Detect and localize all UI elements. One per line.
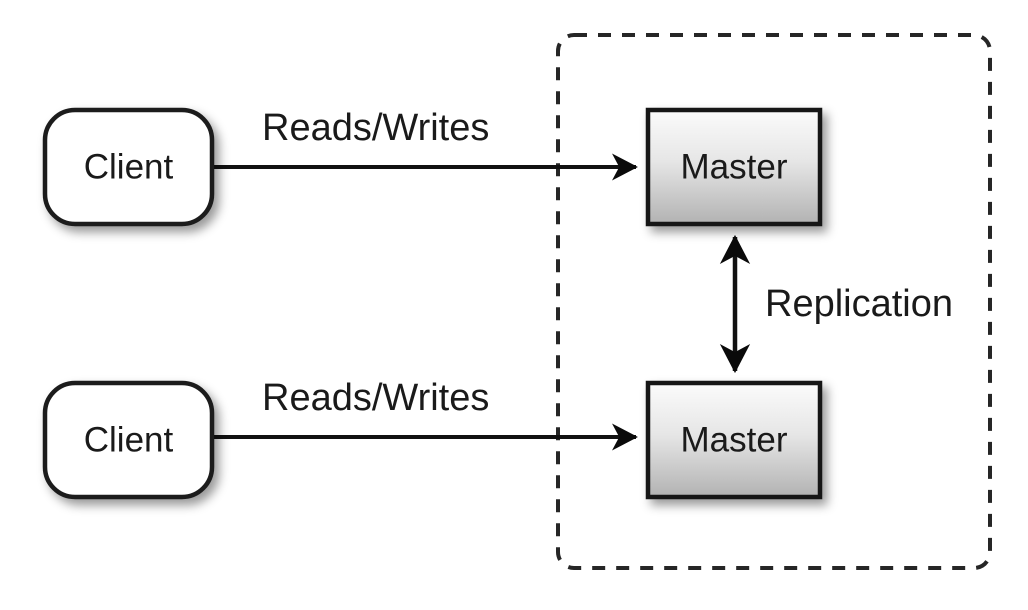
client-top-shape xyxy=(42,107,215,227)
replication-group-boundary xyxy=(556,33,992,570)
edge-label-replication: Replication xyxy=(765,283,953,325)
client-bottom-shape xyxy=(42,380,215,500)
edge-label-reads-writes-top: Reads/Writes xyxy=(262,107,489,149)
edge-label-reads-writes-bottom: Reads/Writes xyxy=(262,377,489,419)
node-client-top[interactable]: Client xyxy=(42,107,215,227)
master-bottom-label: Master xyxy=(681,420,788,459)
client-top-label: Client xyxy=(84,147,174,186)
master-top-shape xyxy=(645,107,823,227)
master-bottom-shape xyxy=(645,380,823,500)
node-client-bottom[interactable]: Client xyxy=(42,380,215,500)
client-bottom-label: Client xyxy=(84,420,174,459)
master-top-label: Master xyxy=(681,147,788,186)
node-master-bottom[interactable]: Master xyxy=(645,380,823,500)
node-master-top[interactable]: Master xyxy=(645,107,823,227)
